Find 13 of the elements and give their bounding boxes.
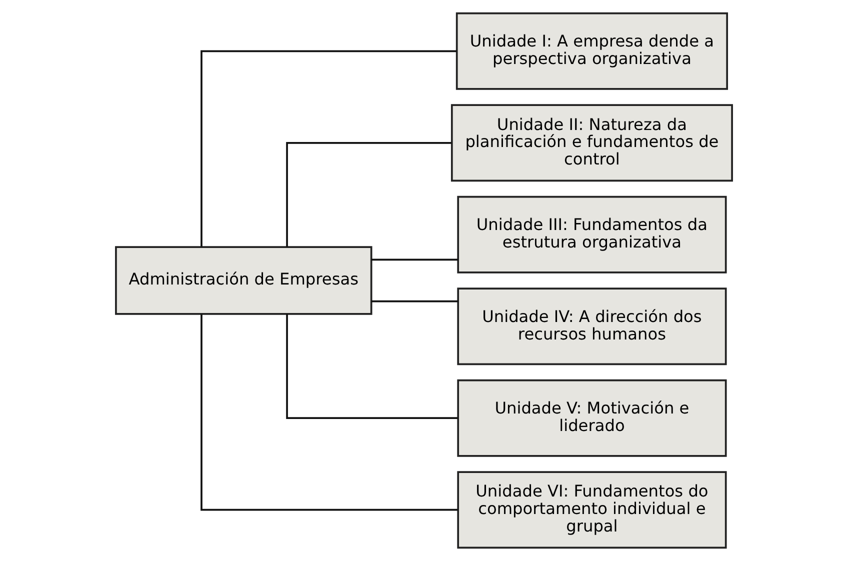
node-box: Unidade I: A empresa dende a perspectiva organizativa: [455, 12, 728, 90]
connector: [200, 50, 456, 247]
node-box: Unidade V: Motivación e liderado: [456, 379, 726, 457]
connector: [200, 314, 458, 511]
node-box: Unidade II: Natureza da planificación e fundamentos de control: [450, 104, 732, 182]
node-box: Administración de Empresas: [114, 246, 372, 315]
node-box: Unidade VI: Fundamentos do comportamento individual e grupal: [456, 471, 726, 549]
connector: [286, 314, 458, 420]
node-box: Unidade III: Fundamentos da estrutura organizativa: [456, 196, 726, 274]
connector: [370, 300, 458, 302]
node-box: Unidade IV: A dirección dos recursos humanos: [456, 288, 726, 366]
connector: [370, 258, 458, 261]
connector: [286, 142, 452, 247]
